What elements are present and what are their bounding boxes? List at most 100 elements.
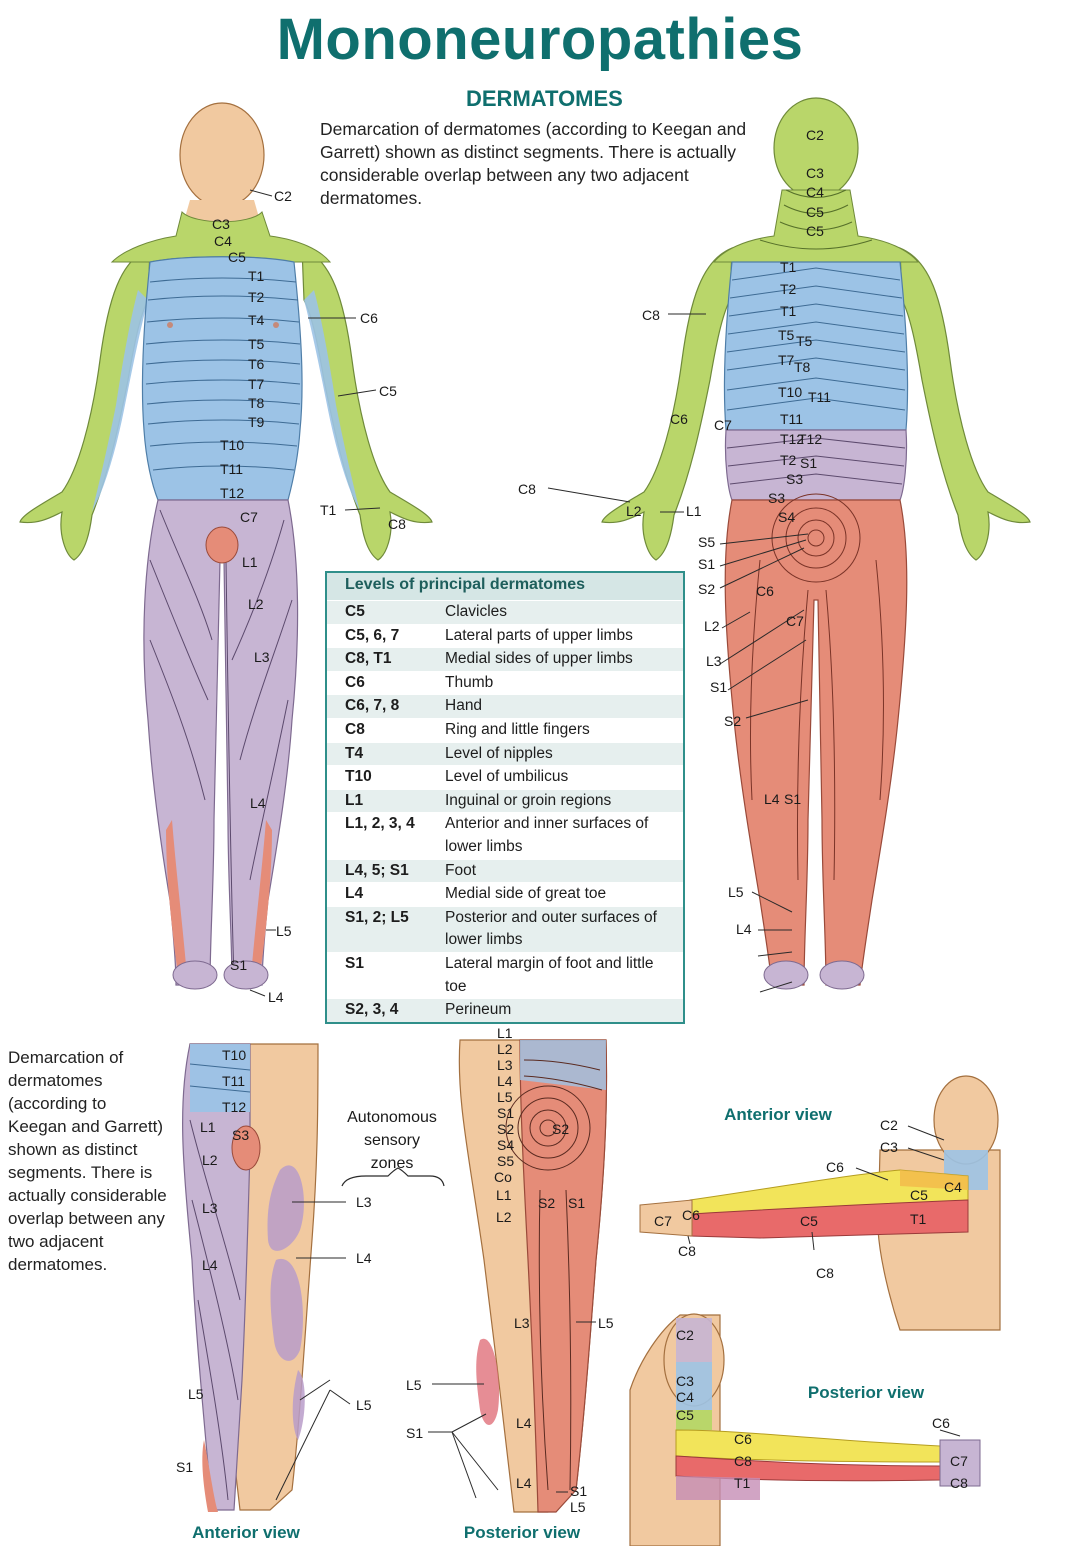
arm-anterior-illustration (639, 1075, 1001, 1331)
arm-posterior-label: C8 (734, 1453, 752, 1469)
front-body-label: T12 (220, 485, 244, 501)
arm-anterior-label: C8 (816, 1265, 834, 1281)
arm-posterior-label: C6 (734, 1431, 752, 1447)
table-cell-region: Anterior and inner surfaces of lower lim… (445, 815, 649, 855)
table-row: C6, 7, 8 Hand (327, 694, 683, 718)
autonomous-zone-brace (341, 1167, 445, 1187)
back-body-label: L2 (704, 618, 720, 634)
back-body-label: C8 (642, 307, 660, 323)
table-cell-region: Ring and little fingers (445, 720, 590, 738)
back-body-label: C6 (670, 411, 688, 427)
autonomous-label-line1: Autonomous (347, 1109, 437, 1126)
arm-anterior-label: T1 (910, 1211, 927, 1227)
anterior-body-illustration (19, 102, 433, 990)
back-body-label: S1 (710, 679, 727, 695)
back-body-label: L2 (626, 503, 642, 519)
back-body-label: T12 (780, 431, 804, 447)
back-body-label: S2 (698, 581, 715, 597)
table-cell-level: C6, 7, 8 (345, 697, 400, 715)
table-cell-region: Thumb (445, 673, 494, 691)
leg-anterior-label: S1 (176, 1459, 193, 1475)
front-body-label: T5 (248, 336, 265, 352)
leg-posterior-label: L1 (496, 1187, 512, 1203)
back-body-label: S5 (698, 534, 715, 550)
leg-posterior-label: S5 (497, 1153, 514, 1169)
leg-posterior-label: S4 (497, 1137, 514, 1153)
leg-posterior-label: L5 (406, 1377, 422, 1393)
back-body-label: L4 (764, 791, 780, 807)
table-cell-region: Hand (445, 697, 483, 715)
front-body-label: L4 (268, 989, 284, 1005)
back-body-label: T8 (794, 359, 811, 375)
back-body-label: C8 (518, 481, 536, 497)
front-body-label: T8 (248, 395, 265, 411)
front-body-label: T1 (320, 502, 337, 518)
front-body-label: C7 (240, 509, 258, 525)
back-body-label: S1 (784, 791, 801, 807)
leg-anterior-label: L1 (200, 1119, 216, 1135)
back-body-label: T12 (798, 431, 822, 447)
leg-anterior-label: L5 (356, 1397, 372, 1413)
arm-posterior-label: C6 (932, 1415, 950, 1431)
leg-anterior-label: L3 (202, 1200, 218, 1216)
front-body-label: L3 (254, 649, 270, 665)
table-cell-region: Lateral parts of upper limbs (445, 626, 633, 644)
leg-anterior-label: T11 (222, 1073, 245, 1089)
arm-posterior-view-caption: Posterior view (808, 1383, 925, 1402)
leg-anterior-label: S3 (232, 1127, 249, 1143)
posterior-body-illustration (601, 97, 1031, 990)
leg-posterior-label: S1 (568, 1195, 585, 1211)
front-body-label: C8 (388, 516, 406, 532)
front-body-label: C2 (274, 188, 292, 204)
arm-posterior-label: C8 (950, 1475, 968, 1491)
table-cell-level: L4 (345, 885, 364, 903)
back-body-label: T5 (796, 333, 813, 349)
leg-anterior-label: T10 (222, 1047, 246, 1063)
table-cell-level: L4, 5; S1 (345, 861, 409, 879)
intro-paragraph: Demarcation of dermatomes (according to … (320, 119, 747, 208)
table-cell-region: Level of nipples (445, 744, 553, 762)
arm-anterior-label: C8 (678, 1243, 696, 1259)
table-cell-region: Posterior and outer surfaces of lower li… (445, 908, 657, 949)
front-body-label: S1 (230, 957, 247, 973)
table-cell-region: Perineum (445, 1001, 512, 1019)
back-body-label: T11 (780, 411, 803, 427)
front-body-label: T6 (248, 356, 265, 372)
arm-anterior-label: C5 (910, 1187, 928, 1203)
table-cell-region: Level of umbilicus (445, 768, 569, 786)
arm-anterior-label: C7 (654, 1213, 672, 1229)
front-body-label: L2 (248, 596, 264, 612)
front-body-label: C5 (379, 383, 397, 399)
back-body-label: T2 (780, 281, 797, 297)
table-cell-level: T4 (345, 744, 364, 762)
back-body-label: T10 (778, 384, 802, 400)
leg-posterior-label: L4 (516, 1415, 532, 1431)
back-body-label: T7 (778, 352, 795, 368)
table-cell-level: C5 (345, 603, 365, 620)
leg-posterior-label: S2 (552, 1121, 569, 1137)
front-body-labels: C2C3C4C5T1T2T4T5T6T7T8T9T10T11T12C6C5T1C… (0, 0, 406, 1005)
front-body-label: C3 (212, 216, 230, 232)
back-body-label: S1 (800, 455, 817, 471)
arm-anterior-label: C3 (880, 1139, 898, 1155)
back-body-label: L3 (706, 653, 722, 669)
back-body-label: T5 (778, 327, 795, 343)
back-body-label: C6 (756, 583, 774, 599)
table-cell-region: Clavicles (445, 603, 508, 620)
leg-posterior-label: L3 (497, 1057, 513, 1073)
leg-posterior-illustration (458, 1039, 608, 1513)
leg-posterior-label: L2 (496, 1209, 512, 1225)
table-cell-region: Lateral margin of foot and little toe (445, 954, 654, 995)
autonomous-label-line2: sensory (364, 1132, 420, 1149)
